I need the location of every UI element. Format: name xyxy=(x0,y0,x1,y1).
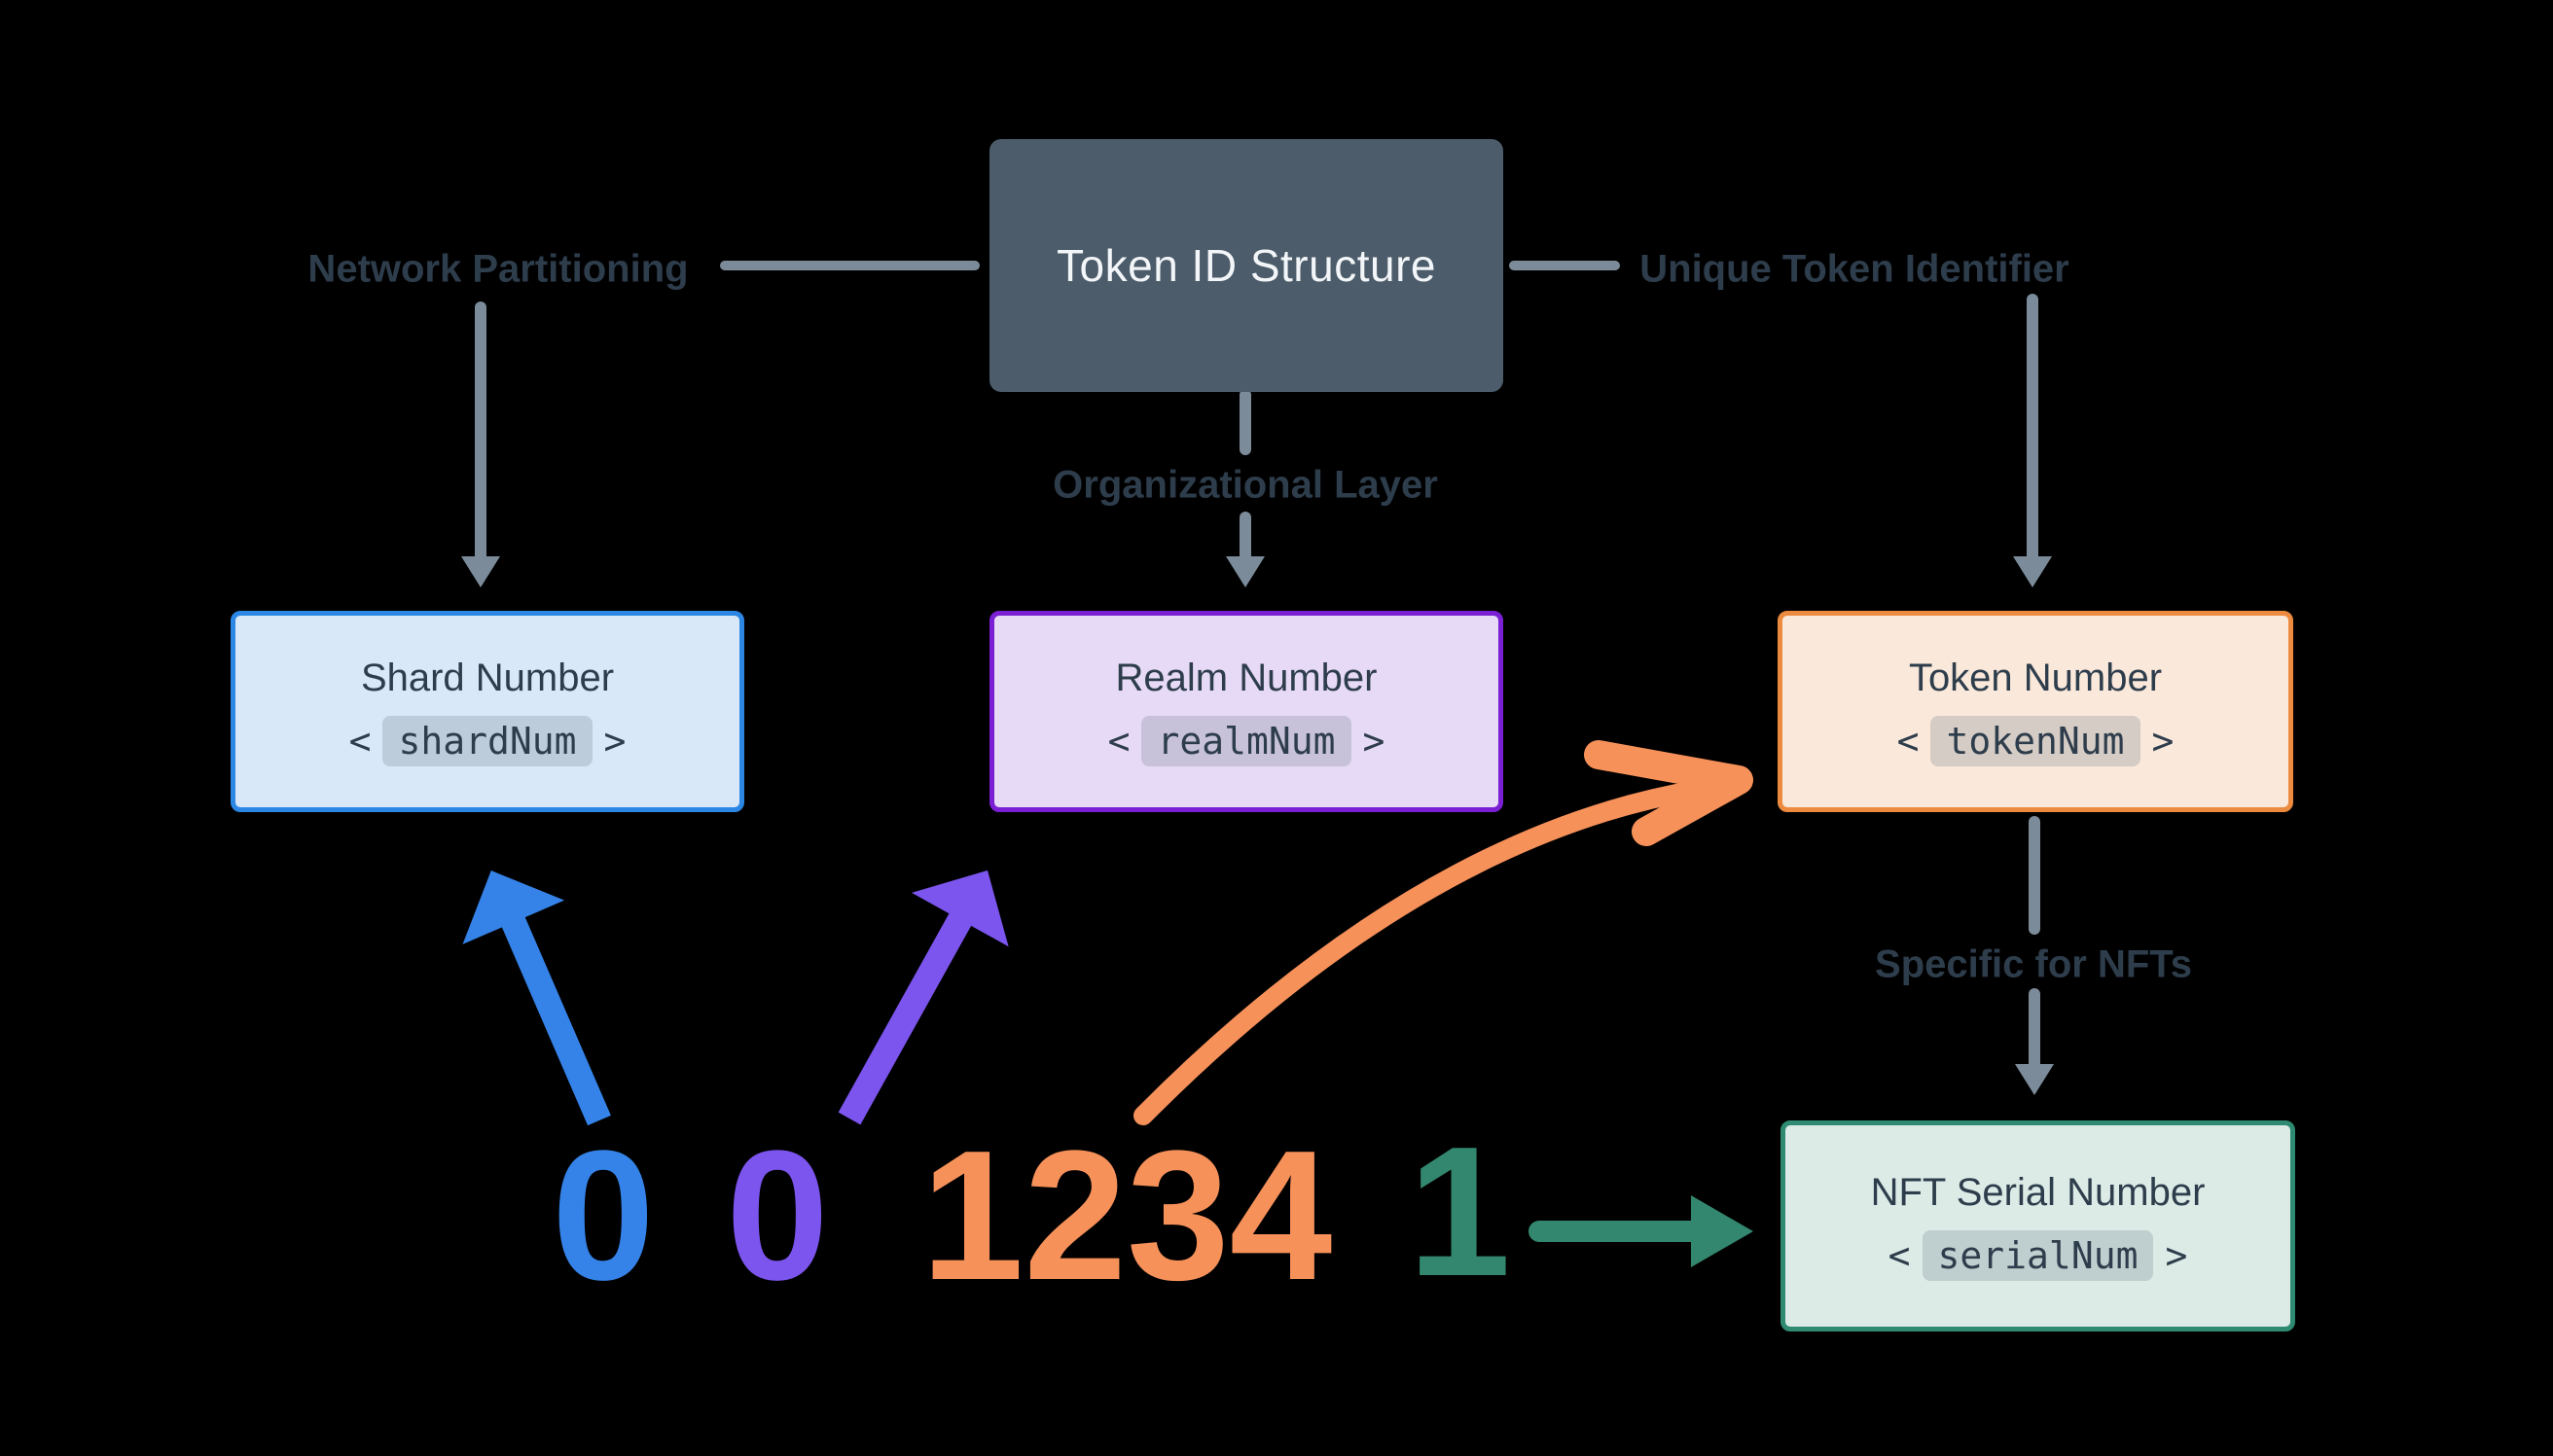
arrow-shard-digit xyxy=(462,870,611,1126)
token-number-title: Token Number xyxy=(1908,657,2163,699)
network-partitioning-label: Network Partitioning xyxy=(307,247,689,291)
arrow-down-to-realm xyxy=(1226,512,1265,587)
nft-serial-number-title: NFT Serial Number xyxy=(1870,1171,2206,1214)
arrow-down-to-token xyxy=(2013,294,2052,587)
nft-serial-code-line: < serialNum > xyxy=(1888,1230,2188,1281)
organizational-layer-label: Organizational Layer xyxy=(1053,463,1438,507)
angle-open: < xyxy=(348,720,372,763)
angle-open: < xyxy=(1107,720,1131,763)
realm-number-title: Realm Number xyxy=(1115,657,1378,699)
arrow-down-to-shard xyxy=(461,302,500,587)
token-digits: 1234 xyxy=(920,1113,1333,1319)
shard-number-code-line: < shardNum > xyxy=(348,716,627,766)
shard-number-title: Shard Number xyxy=(360,657,615,699)
arrow-realm-digit xyxy=(838,870,1009,1125)
token-id-structure-box: Token ID Structure xyxy=(989,139,1503,392)
shard-number-box: Shard Number < shardNum > xyxy=(231,611,744,812)
shard-digit: 0 xyxy=(552,1113,655,1319)
angle-close: > xyxy=(1362,720,1385,763)
realm-num-badge: realmNum xyxy=(1141,716,1351,766)
serial-num-badge: serialNum xyxy=(1922,1230,2154,1281)
arrow-token-digits xyxy=(1133,740,1753,1125)
arrow-down-to-serial xyxy=(2015,988,2054,1095)
angle-close: > xyxy=(2165,1234,2188,1277)
nft-serial-number-box: NFT Serial Number < serialNum > xyxy=(1780,1120,2295,1332)
serial-digit: 1 xyxy=(1408,1109,1511,1315)
angle-close: > xyxy=(603,720,627,763)
realm-number-code-line: < realmNum > xyxy=(1107,716,1385,766)
arrow-serial-digit xyxy=(1528,1195,1753,1267)
token-num-badge: tokenNum xyxy=(1930,716,2140,766)
token-number-code-line: < tokenNum > xyxy=(1896,716,2175,766)
angle-close: > xyxy=(2151,720,2175,763)
realm-number-box: Realm Number < realmNum > xyxy=(989,611,1503,812)
angle-open: < xyxy=(1888,1234,1911,1277)
specific-for-nfts-label: Specific for NFTs xyxy=(1875,942,2192,986)
token-id-structure-label: Token ID Structure xyxy=(1057,240,1436,291)
shard-num-badge: shardNum xyxy=(382,716,593,766)
realm-digit: 0 xyxy=(726,1113,829,1319)
token-number-box: Token Number < tokenNum > xyxy=(1778,611,2293,812)
unique-token-identifier-label: Unique Token Identifier xyxy=(1639,247,2069,291)
angle-open: < xyxy=(1896,720,1920,763)
